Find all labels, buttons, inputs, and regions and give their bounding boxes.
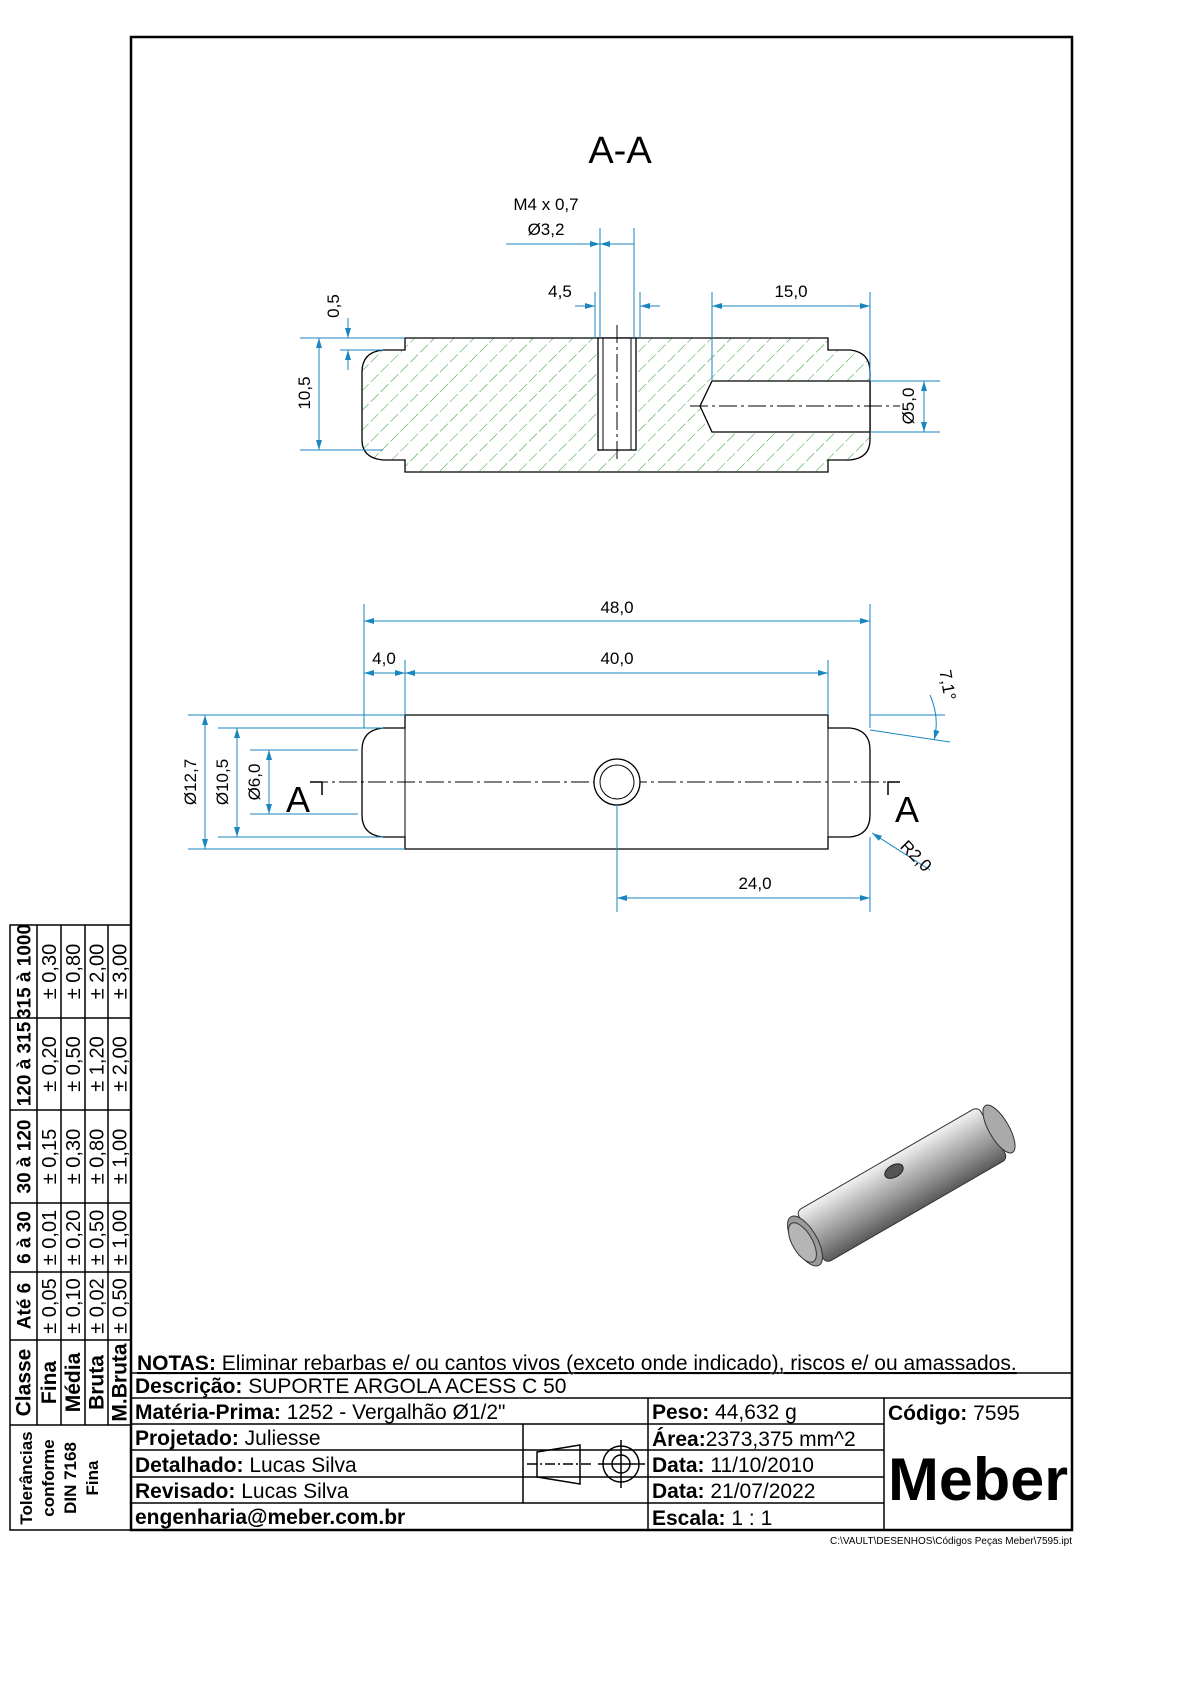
thread-drill-label: Ø3,2 bbox=[528, 220, 565, 239]
dim-dia-6-0: Ø6,0 bbox=[245, 764, 264, 801]
projetado: Projetado: Juliesse bbox=[135, 1427, 321, 1450]
tolerance-range-label: Até 6 bbox=[15, 1283, 36, 1329]
tolerance-value: ± 1,20 bbox=[87, 1036, 109, 1091]
dim-10-5: 10,5 bbox=[295, 376, 314, 409]
front-view: A A 48,0 4,0 40,0 7,1° Ø12,7 Ø10,5 Ø6,0 … bbox=[181, 598, 959, 912]
tolerance-value: ± 2,00 bbox=[110, 1036, 132, 1091]
materia-prima: Matéria-Prima: 1252 - Vergalhão Ø1/2" bbox=[135, 1401, 506, 1424]
tolerance-value: ± 0,50 bbox=[63, 1036, 85, 1091]
section-title: A-A bbox=[588, 130, 652, 172]
dim-24-0: 24,0 bbox=[738, 874, 771, 893]
section-marker-right: A bbox=[895, 789, 919, 830]
tolerance-value: ± 2,00 bbox=[87, 944, 109, 999]
hole-circle-inner bbox=[599, 764, 635, 800]
tolerance-range-label: 120 à 315 bbox=[15, 1021, 36, 1106]
tolerance-value: ± 0,02 bbox=[87, 1278, 109, 1333]
tolerance-value: ± 3,00 bbox=[110, 944, 132, 999]
tolerance-value: ± 0,80 bbox=[63, 944, 85, 999]
isometric-render bbox=[787, 1104, 1016, 1267]
descricao: Descrição: SUPORTE ARGOLA ACESS C 50 bbox=[135, 1375, 566, 1398]
tolerance-value: ± 0,01 bbox=[39, 1210, 61, 1265]
data-criacao: Data: 11/10/2010 bbox=[652, 1454, 814, 1477]
tolerance-standard-text: DIN 7168 bbox=[61, 1442, 80, 1514]
tolerance-value: ± 0,10 bbox=[63, 1278, 85, 1333]
tolerance-standard-text: Tolerâncias bbox=[17, 1431, 36, 1524]
tolerance-class-label: Bruta bbox=[86, 1355, 109, 1410]
tolerance-range-label: 315 à 1000 bbox=[15, 924, 36, 1019]
notes: NOTAS: Eliminar rebarbas e/ ou cantos vi… bbox=[137, 1352, 1017, 1375]
tolerance-class-label: Fina bbox=[38, 1361, 61, 1404]
tolerance-value: ± 1,00 bbox=[110, 1129, 132, 1184]
codigo: Código: 7595 bbox=[888, 1402, 1020, 1425]
tolerance-range-label: 6 à 30 bbox=[15, 1211, 36, 1264]
tolerance-value: ± 0,30 bbox=[63, 1129, 85, 1184]
tolerance-value: ± 0,80 bbox=[87, 1129, 109, 1184]
tolerance-class-label: M.Bruta bbox=[109, 1343, 132, 1421]
dim-4-0: 4,0 bbox=[372, 649, 396, 668]
revisado: Revisado: Lucas Silva bbox=[135, 1480, 349, 1503]
thread-label: M4 x 0,7 bbox=[513, 195, 578, 214]
dim-0-5: 0,5 bbox=[324, 294, 343, 318]
dim-dia-5-0: Ø5,0 bbox=[899, 388, 918, 425]
data-revisao: Data: 21/07/2022 bbox=[652, 1480, 815, 1503]
tolerance-table bbox=[9, 924, 132, 1531]
tolerance-value: ± 0,20 bbox=[39, 1036, 61, 1091]
file-path: C:\VAULT\DESENHOS\Códigos Peças Meber\75… bbox=[830, 1536, 1072, 1547]
tolerance-header-classe: Classe bbox=[13, 1349, 36, 1417]
peso: Peso: 44,632 g bbox=[652, 1401, 797, 1424]
email: engenharia@meber.com.br bbox=[135, 1506, 405, 1529]
tolerance-standard-text: conforme bbox=[39, 1439, 58, 1516]
tolerance-value: ± 0,15 bbox=[39, 1129, 61, 1184]
tolerance-value: ± 0,30 bbox=[39, 944, 61, 999]
tolerance-value: ± 0,50 bbox=[110, 1278, 132, 1333]
title-block-lines bbox=[131, 1372, 1072, 1530]
dim-4-5: 4,5 bbox=[548, 282, 572, 301]
tolerance-standard-text: Fina bbox=[83, 1460, 102, 1495]
area: Área:2373,375 mm^2 bbox=[652, 1428, 856, 1451]
sheet-frame bbox=[129, 35, 1074, 1532]
tolerance-class-label: Média bbox=[62, 1352, 85, 1412]
detalhado: Detalhado: Lucas Silva bbox=[135, 1454, 357, 1477]
dim-40-0: 40,0 bbox=[600, 649, 633, 668]
dim-15-0: 15,0 bbox=[774, 282, 807, 301]
escala: Escala: 1 : 1 bbox=[652, 1507, 772, 1530]
tolerance-value: ± 0,05 bbox=[39, 1278, 61, 1333]
hole-circle-outer bbox=[593, 758, 641, 806]
meber-logo: Meber bbox=[888, 1446, 1068, 1513]
dim-dia-10-5: Ø10,5 bbox=[213, 759, 232, 805]
tolerance-value: ± 0,50 bbox=[87, 1210, 109, 1265]
tolerance-value: ± 0,20 bbox=[63, 1210, 85, 1265]
dim-48-0: 48,0 bbox=[600, 598, 633, 617]
section-marker-left: A bbox=[286, 779, 310, 820]
section-view-a-a: A-A M4 x 0,7 Ø3,2 4,5 15,0 0,5 10,5 Ø5,0 bbox=[295, 130, 940, 473]
dim-angle: 7,1° bbox=[935, 668, 959, 701]
tolerance-range-label: 30 à 120 bbox=[15, 1120, 36, 1194]
dim-dia-12-7: Ø12,7 bbox=[181, 759, 200, 805]
tolerance-value: ± 1,00 bbox=[110, 1210, 132, 1265]
projection-symbol-icon bbox=[527, 1440, 645, 1488]
